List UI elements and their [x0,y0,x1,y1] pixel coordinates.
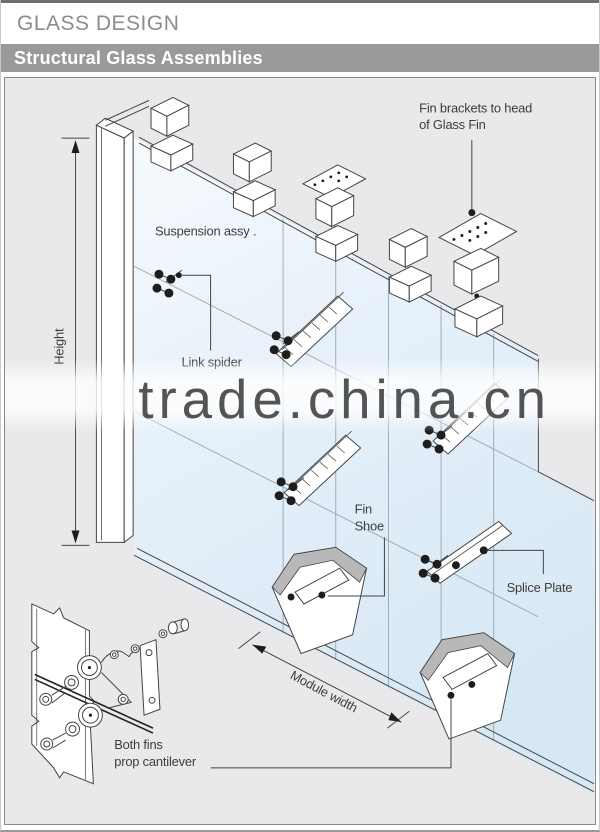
suspension-label: Suspension assy . [155,223,256,238]
suspension-assembly [388,228,432,303]
fin-brackets-callout: Fin brackets to head of Glass Fin [419,100,532,217]
splice-plate-callout: Splice Plate [487,549,573,595]
both-fins-label-line1: Both fins [114,737,162,752]
glass-panel [133,136,595,794]
fin-brackets-label-line1: Fin brackets to head [419,100,532,115]
suspension-assembly [232,142,276,218]
suspension-assemblies [150,96,518,338]
fin-brackets-label-line2: of Glass Fin [419,117,485,132]
spider-bolt-sleeve [158,618,190,639]
spider-detail-inset [31,603,190,785]
fin-shoe-label-line1: Fin [355,502,372,517]
spider-back-plate [139,639,161,716]
both-fins-callout: Both fins prop cantilever [114,699,452,769]
fin-shoe-left [271,546,368,655]
fin-shoe-callout: Fin Shoe [327,502,385,597]
section-titlebar: Structural Glass Assemblies [1,44,599,72]
watermark-text: trade.china.cn [138,369,551,430]
suspension-assembly [150,96,194,172]
spider-disc-lower [40,702,103,751]
spider-disc-upper [39,655,102,706]
spider-arm-bracket [100,644,147,709]
glass-fin-column [95,99,150,544]
assembly-diagram: Height Module width Link spider trade. [5,96,595,794]
fin-head-bracket [438,213,518,338]
page-title: GLASS DESIGN [17,11,180,35]
splice-plate-label: Splice Plate [507,580,573,595]
fin-shoe-label-line2: Shoe [355,518,384,533]
fin-shoe-right [419,632,516,740]
section-title: Structural Glass Assemblies [14,47,263,68]
page-header: GLASS DESIGN [1,0,599,44]
suspension-assembly-plated [301,164,367,262]
drawing-panel: Height Module width Link spider trade. [4,77,596,825]
both-fins-label-line2: prop cantilever [114,754,197,769]
height-label: Height [52,328,67,365]
watermark: trade.china.cn [5,358,595,433]
module-width-label: Module width [288,667,360,715]
height-dimension: Height [52,137,90,546]
